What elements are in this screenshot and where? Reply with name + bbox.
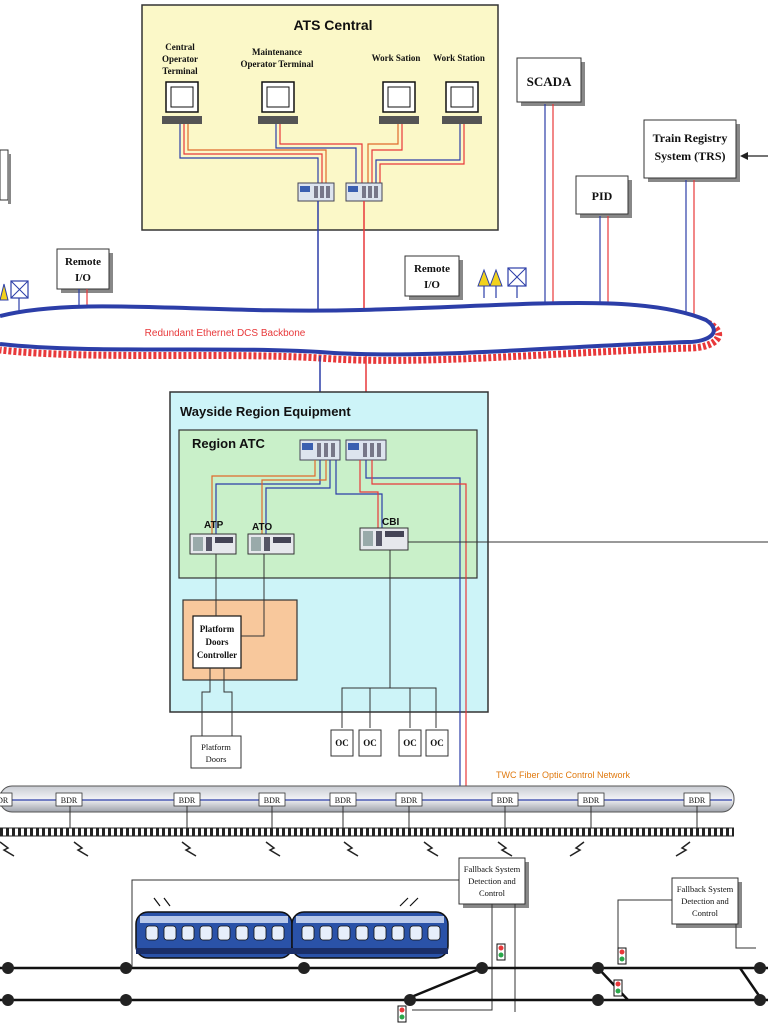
central-operator-terminal-icon xyxy=(162,81,202,124)
trs-input-arrow xyxy=(740,152,768,160)
ato-label: ATO xyxy=(252,522,272,533)
platform-doors-controller-box: Platform Doors Controller xyxy=(192,615,242,669)
fallback-2-label-1: Fallback System xyxy=(677,884,734,894)
signal-heads xyxy=(397,943,627,1023)
terminal-2-label-2: Operator Terminal xyxy=(240,59,314,69)
bdr-unit-7-label: BDR xyxy=(497,796,514,805)
ato-controller-icon xyxy=(247,533,295,555)
bdr-unit-6-label: BDR xyxy=(401,796,418,805)
fallback-1-label-3: Control xyxy=(479,888,506,898)
bdr-unit-3-label: BDR xyxy=(179,796,196,805)
pid-label: PID xyxy=(592,189,613,203)
running-rails xyxy=(0,966,768,1002)
cbi-controller-icon xyxy=(359,527,409,551)
bdr-unit-1-label: BDR xyxy=(0,796,9,805)
terminal-1-label-2: Operator xyxy=(162,54,198,64)
oc-unit-2-label: OC xyxy=(363,738,377,748)
remote-io-right: Remote I/O xyxy=(404,255,463,300)
bdr-unit-1 xyxy=(0,792,13,807)
remote-io-right-label-2: I/O xyxy=(424,279,440,291)
platform-doors-label-2: Doors xyxy=(206,754,227,764)
backbone-label: Redundant Ethernet DCS Backbone xyxy=(145,328,306,339)
oc-unit-3 xyxy=(398,729,422,757)
terminal-1-label-3: Terminal xyxy=(162,66,198,76)
bdr-unit-8-label: BDR xyxy=(583,796,600,805)
fallback-2-label-2: Detection and xyxy=(681,896,729,906)
scada-label: SCADA xyxy=(527,74,572,89)
fallback-system-box-1: Fallback System Detection and Control xyxy=(458,857,529,908)
oc-unit-3-label: OC xyxy=(403,738,417,748)
left-edge-box xyxy=(0,149,11,204)
terminal-4-label: Work Station xyxy=(433,53,485,63)
twc-network-label: TWC Fiber Optic Control Network xyxy=(496,770,631,780)
fallback-2-label-3: Control xyxy=(692,908,719,918)
twc-fiber-conduit xyxy=(0,785,735,813)
pdc-label-3: Controller xyxy=(197,650,237,660)
train-icon xyxy=(135,897,449,959)
cbi-label: CBI xyxy=(382,517,399,528)
oc-unit-1-label: OC xyxy=(335,738,349,748)
fallback-1-label-1: Fallback System xyxy=(464,864,521,874)
platform-doors-label-1: Platform xyxy=(201,742,231,752)
atp-controller-icon xyxy=(189,533,237,555)
ats-switch-1-icon xyxy=(297,182,335,202)
scada-box: SCADA xyxy=(516,57,585,106)
wayside-region-panel: Wayside Region Equipment Region ATC xyxy=(169,391,768,800)
remote-io-left-label-1: Remote xyxy=(65,256,101,268)
region-switch-2-icon xyxy=(345,439,387,461)
bdr-unit-2-label: BDR xyxy=(61,796,78,805)
trs-label-2: System (TRS) xyxy=(655,149,726,163)
bdr-unit-9-label: BDR xyxy=(689,796,706,805)
platform-doors-box: Platform Doors xyxy=(190,735,242,769)
ats-central-title: ATS Central xyxy=(293,17,372,33)
terminal-1-label-1: Central xyxy=(165,42,195,52)
train-registry-system-box: Train Registry System (TRS) xyxy=(643,119,740,182)
oc-unit-4 xyxy=(425,729,449,757)
work-station-2-icon xyxy=(442,81,482,124)
axle-counters xyxy=(2,962,766,1006)
ats-switch-2-icon xyxy=(345,182,383,202)
oc-unit-4-label: OC xyxy=(430,738,444,748)
pdc-label-2: Doors xyxy=(206,637,229,647)
radio-link-icons xyxy=(0,841,691,857)
atp-label: ATP xyxy=(204,520,224,531)
pid-box: PID xyxy=(575,175,632,218)
pdc-label-1: Platform xyxy=(200,624,235,634)
remote-io-left-label-2: I/O xyxy=(75,272,91,284)
region-switch-1-icon xyxy=(299,439,341,461)
bdr-unit-5-label: BDR xyxy=(335,796,352,805)
terminal-2-label-1: Maintenance xyxy=(252,47,302,57)
fallback-system-box-2: Fallback System Detection and Control xyxy=(671,877,742,928)
region-atc-title: Region ATC xyxy=(192,436,266,451)
maintenance-terminal-icon xyxy=(258,81,298,124)
trs-label-1: Train Registry xyxy=(653,131,728,145)
bdr-unit-2 xyxy=(55,792,83,807)
remote-io-right-label-1: Remote xyxy=(414,263,450,275)
wayside-title: Wayside Region Equipment xyxy=(180,404,351,419)
ats-central-panel: ATS Central Central Operator Terminal Ma… xyxy=(141,4,499,231)
terminal-3-label: Work Sation xyxy=(372,53,421,63)
bdr-unit-4-label: BDR xyxy=(264,796,281,805)
remote-io-left: Remote I/O xyxy=(56,248,113,314)
oc-unit-2 xyxy=(358,729,382,757)
oc-unit-1 xyxy=(330,729,354,757)
ethernet-backbone-ring: Redundant Ethernet DCS Backbone xyxy=(0,300,723,364)
external-links xyxy=(544,104,695,318)
guideway-track xyxy=(0,827,734,837)
work-station-1-icon xyxy=(379,81,419,124)
fallback-1-label-2: Detection and xyxy=(468,876,516,886)
field-sensors-left xyxy=(0,280,29,316)
bdr-units: BDR BDR BDR BDR BDR BDR BDR BDR BDR xyxy=(0,792,711,807)
field-sensors-right xyxy=(477,267,527,298)
